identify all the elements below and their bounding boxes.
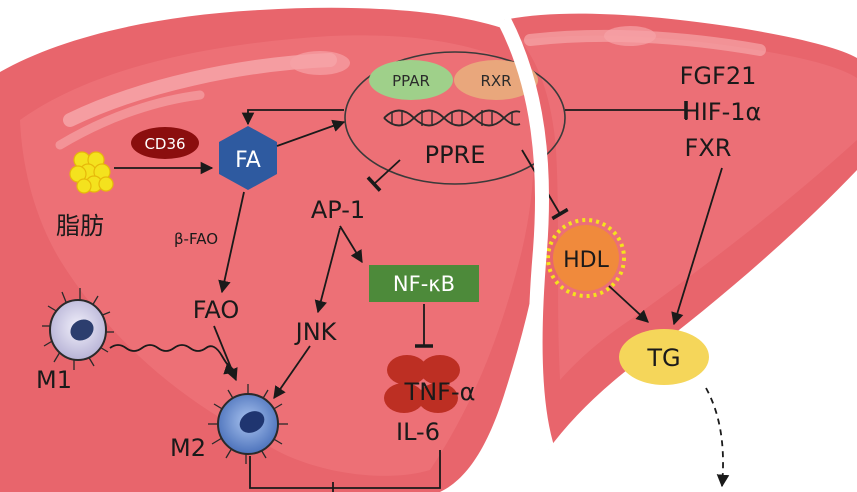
nfkb-label: NF-κB xyxy=(393,272,455,296)
tg-node: TG xyxy=(619,329,709,385)
fgf21-label: FGF21 xyxy=(680,62,757,90)
fat-droplets-icon xyxy=(69,151,114,194)
cd36-node: CD36 xyxy=(131,127,199,159)
ppar-pill xyxy=(369,60,453,100)
arrow-ap1-to-nfkb xyxy=(339,225,363,264)
hdl-label: HDL xyxy=(563,248,609,273)
m1-macrophage-icon xyxy=(42,288,114,370)
arrow-jnk-to-m2 xyxy=(273,345,311,400)
ppre-complex: PPAR RXR PPRE xyxy=(344,51,566,185)
arrow-ap1-to-jnk xyxy=(314,227,341,314)
arrow-hdl-to-tg xyxy=(608,285,649,323)
nfkb-node: NF-κB xyxy=(369,265,479,302)
ppre-ellipse xyxy=(344,51,566,185)
rxr-label: RXR xyxy=(480,72,511,90)
arrow-fa-to-fao xyxy=(218,191,245,294)
m2-macrophage-icon xyxy=(208,384,288,464)
fat-label: 脂肪 xyxy=(56,212,104,240)
hdl-node: HDL xyxy=(546,218,626,298)
line-il6-to-m2 xyxy=(249,450,441,489)
fa-node: FA xyxy=(219,126,277,190)
hif1a-label: HIF-1α xyxy=(683,98,762,126)
liver-right-lobe xyxy=(504,13,857,450)
ppre-label: PPRE xyxy=(425,141,486,169)
dna-helix-icon xyxy=(383,109,521,127)
tg-label: TG xyxy=(646,344,680,372)
ppar-label: PPAR xyxy=(392,72,430,90)
arrow-tg-out xyxy=(705,387,730,488)
ap1-label: AP-1 xyxy=(311,196,365,224)
fxr-label: FXR xyxy=(685,134,732,162)
arrow-fa-to-ppre xyxy=(276,119,346,147)
il6-label: IL-6 xyxy=(396,418,440,446)
fao-label: FAO xyxy=(193,296,240,324)
tnf-label: TNF-α xyxy=(404,378,476,406)
lobe-gap xyxy=(497,16,555,453)
fa-label: FA xyxy=(235,148,261,173)
arrow-ppre-to-fa xyxy=(241,109,344,126)
cd36-label: CD36 xyxy=(144,135,185,153)
bfao-label: β-FAO xyxy=(174,230,218,248)
jnk-label: JNK xyxy=(294,318,338,346)
rxr-pill xyxy=(454,60,538,100)
arrow-m1-to-m2 xyxy=(109,344,238,375)
inhibit-ppre-to-ap1 xyxy=(366,159,401,192)
arrow-fxr-to-tg xyxy=(671,167,723,326)
m2-label: M2 xyxy=(170,434,206,462)
m1-label: M1 xyxy=(36,366,72,394)
connectors xyxy=(109,101,730,492)
cytokine-cluster-icon xyxy=(384,355,460,413)
